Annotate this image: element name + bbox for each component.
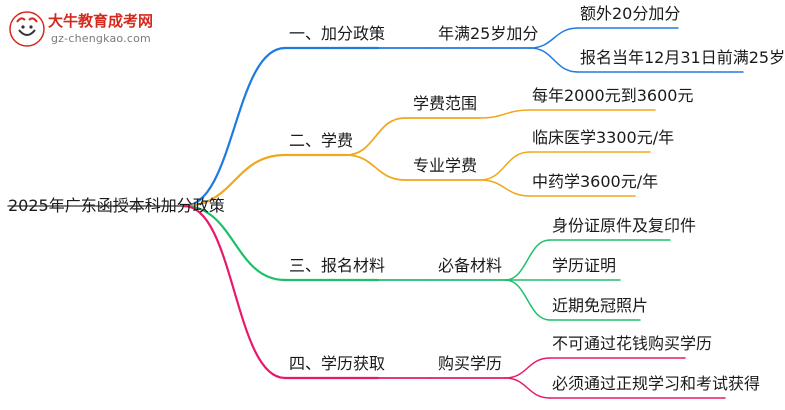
connector-line [182, 204, 287, 380]
subtopic-label: 购买学历 [438, 354, 503, 373]
site-logo: 大牛教育成考网 gz-chengkao.com [8, 10, 178, 50]
bull-logo-icon [9, 11, 45, 47]
branch-label-2: 二、学费 [289, 131, 354, 150]
connector-line [504, 357, 551, 379]
leaf-label: 中药学3600元/年 [532, 172, 659, 191]
connector-line [529, 27, 579, 49]
connector-line [182, 46, 287, 208]
subtopic-label: 专业学费 [413, 156, 478, 175]
leaf-label: 必须通过正规学习和考试获得 [552, 374, 761, 393]
connector-line [504, 279, 551, 321]
root-topic: 2025年广东函授本科加分政策 [8, 196, 225, 215]
connector-line [504, 239, 551, 281]
leaf-label: 报名当年12月31日前满25岁 [580, 48, 785, 67]
connector-line [504, 377, 551, 399]
leaf-label: 近期免冠照片 [552, 296, 649, 315]
connector-line [182, 153, 287, 208]
logo-site-url: gz-chengkao.com [51, 32, 151, 45]
subtopic-label: 必备材料 [438, 256, 503, 275]
connector-line [345, 154, 406, 181]
mindmap-connectors [7, 27, 744, 399]
leaf-label: 额外20分加分 [580, 4, 681, 23]
connector-line [479, 109, 531, 119]
logo-brand-name: 大牛教育成考网 [48, 12, 154, 30]
connector-line [479, 179, 531, 197]
branch-label-3: 三、报名材料 [289, 256, 386, 275]
subtopic-label: 年满25岁加分 [438, 24, 539, 43]
branch-label-1: 一、加分政策 [289, 24, 386, 43]
branch-label-4: 四、学历获取 [289, 354, 386, 373]
leaf-label: 临床医学3300元/年 [532, 128, 675, 147]
connector-line [182, 204, 287, 282]
connector-line [345, 117, 406, 156]
leaf-label: 每年2000元到3600元 [532, 86, 694, 105]
subtopic-label: 学费范围 [413, 94, 478, 113]
connector-line [479, 151, 531, 181]
leaf-label: 学历证明 [552, 256, 617, 275]
mindmap-canvas: 大牛教育成考网 gz-chengkao.com 2025年广东函授本科加分政策 … [7, 4, 785, 399]
leaf-label: 身份证原件及复印件 [552, 216, 697, 235]
leaf-label: 不可通过花钱购买学历 [552, 334, 713, 353]
connector-line [529, 47, 579, 73]
